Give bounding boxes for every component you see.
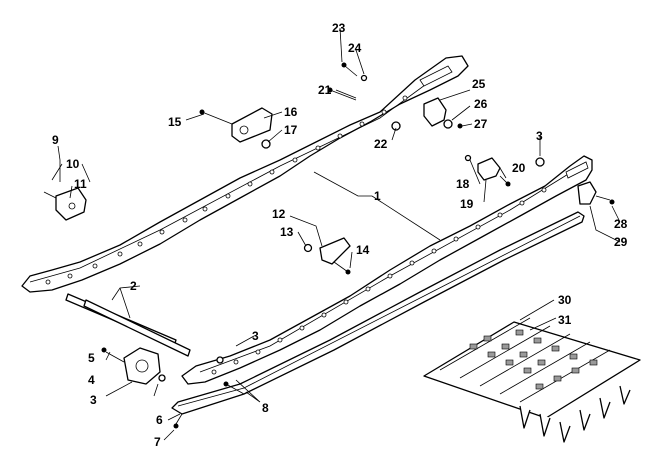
callout-1: 1 [374, 189, 381, 203]
callout-9: 9 [52, 133, 59, 147]
callout-4: 4 [88, 373, 95, 387]
lower-rail-holes [211, 187, 547, 375]
callout-15: 15 [168, 115, 182, 129]
callout-6: 6 [156, 413, 163, 427]
callout-27: 27 [474, 117, 488, 131]
callout-30: 30 [558, 293, 572, 307]
callout-11: 11 [74, 177, 87, 191]
callout-2: 2 [130, 279, 137, 293]
wear-strip [171, 211, 585, 415]
callout-10: 10 [66, 157, 80, 171]
callout-18: 18 [456, 177, 470, 191]
callout-22: 22 [374, 137, 388, 151]
callout-29: 29 [614, 235, 628, 249]
callout-16: 16 [284, 105, 298, 119]
callout-25: 25 [472, 77, 486, 91]
callout-3: 3 [252, 329, 259, 343]
callout-7: 7 [154, 435, 161, 449]
callout-17: 17 [284, 123, 298, 137]
callout-23: 23 [332, 21, 346, 35]
callout-3: 3 [90, 393, 97, 407]
callout-14: 14 [356, 243, 370, 257]
callout-labels: 1 2 3 3 3 4 5 6 7 8 9 10 11 12 13 14 15 … [52, 21, 628, 449]
callout-24: 24 [348, 41, 362, 55]
callout-8: 8 [262, 401, 269, 415]
callout-19: 19 [460, 197, 474, 211]
callout-31: 31 [558, 313, 572, 327]
callout-12: 12 [272, 207, 286, 221]
callout-13: 13 [280, 225, 294, 239]
track-section [423, 317, 641, 443]
leader-lines [51, 27, 621, 441]
callout-26: 26 [474, 97, 488, 111]
cross-shafts [65, 293, 191, 357]
callout-21: 21 [318, 83, 332, 97]
upper-slide-rail [21, 55, 469, 293]
callout-3: 3 [536, 129, 543, 143]
track-clips [469, 329, 598, 390]
callout-28: 28 [614, 217, 628, 231]
upper-rail-holes [45, 95, 408, 285]
callout-20: 20 [512, 161, 526, 175]
callout-5: 5 [88, 351, 95, 365]
